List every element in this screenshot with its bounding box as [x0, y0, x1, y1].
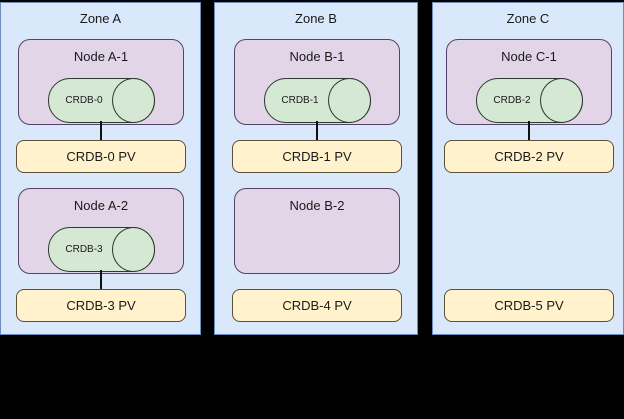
pv-label-crdb-3: CRDB-3 PV — [66, 297, 136, 313]
node-box-b-1[interactable]: Node B-1 CRDB-1 — [234, 39, 400, 125]
node-label-c-1: Node C-1 — [501, 49, 557, 64]
node-box-c-1[interactable]: Node C-1 CRDB-2 — [446, 39, 612, 125]
pod-cylinder-crdb-1[interactable]: CRDB-1 — [264, 78, 371, 123]
pv-box-crdb-5[interactable]: CRDB-5 PV — [444, 289, 614, 322]
zone-container-c: Zone C Node C-1 CRDB-2 CRDB-2 PV CRDB-5 … — [432, 2, 624, 335]
node-box-a-2[interactable]: Node A-2 CRDB-3 — [18, 188, 184, 274]
zone-title-c: Zone C — [506, 11, 550, 26]
node-box-a-1[interactable]: Node A-1 CRDB-0 — [18, 39, 184, 125]
pod-label-crdb-1: CRDB-1 — [281, 94, 319, 106]
pod-cylinder-crdb-3[interactable]: CRDB-3 — [48, 227, 155, 272]
pv-label-crdb-4: CRDB-4 PV — [282, 297, 352, 313]
node-label-a-1: Node A-1 — [73, 49, 129, 64]
connector-crdb-0-to-pv — [100, 121, 102, 142]
pod-cylinder-crdb-2[interactable]: CRDB-2 — [476, 78, 583, 123]
zone-title-b: Zone B — [295, 11, 337, 26]
pod-cylinder-cap — [328, 78, 371, 123]
pv-label-crdb-0: CRDB-0 PV — [66, 148, 136, 164]
connector-crdb-3-to-pv — [100, 270, 102, 291]
node-label-b-1: Node B-1 — [289, 49, 345, 64]
pod-cylinder-cap — [112, 227, 155, 272]
pv-label-crdb-2: CRDB-2 PV — [494, 148, 564, 164]
pod-cylinder-crdb-0[interactable]: CRDB-0 — [48, 78, 155, 123]
zone-title-a: Zone A — [79, 11, 122, 26]
pv-box-crdb-4[interactable]: CRDB-4 PV — [232, 289, 402, 322]
pv-label-crdb-5: CRDB-5 PV — [494, 297, 564, 313]
zone-container-b: Zone B Node B-1 CRDB-1 CRDB-1 PV Node B-… — [214, 2, 418, 335]
pv-label-crdb-1: CRDB-1 PV — [282, 148, 352, 164]
connector-crdb-1-to-pv — [316, 121, 318, 142]
node-box-b-2[interactable]: Node B-2 — [234, 188, 400, 274]
pod-label-crdb-3: CRDB-3 — [65, 243, 103, 255]
zone-container-a: Zone A Node A-1 CRDB-0 CRDB-0 PV Node A-… — [0, 2, 201, 335]
node-label-a-2: Node A-2 — [73, 198, 129, 213]
pod-cylinder-cap — [540, 78, 583, 123]
connector-crdb-2-to-pv — [528, 121, 530, 142]
node-label-b-2: Node B-2 — [289, 198, 345, 213]
pv-box-crdb-0[interactable]: CRDB-0 PV — [16, 140, 186, 173]
pod-label-crdb-0: CRDB-0 — [65, 94, 103, 106]
pod-cylinder-cap — [112, 78, 155, 123]
pv-box-crdb-2[interactable]: CRDB-2 PV — [444, 140, 614, 173]
pv-box-crdb-3[interactable]: CRDB-3 PV — [16, 289, 186, 322]
pv-box-crdb-1[interactable]: CRDB-1 PV — [232, 140, 402, 173]
pod-label-crdb-2: CRDB-2 — [493, 94, 531, 106]
